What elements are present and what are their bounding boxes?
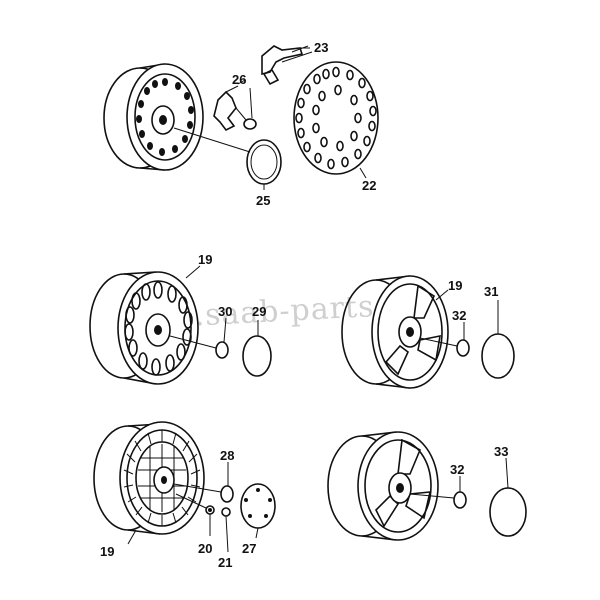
callout-19-a: 19 <box>198 252 212 267</box>
alloy-wheel-spokes-assembly <box>89 265 272 385</box>
alloy-wheel-centre-cap <box>242 335 272 377</box>
alloy-wheel-mesh-assembly <box>93 421 276 553</box>
three-spoke-2-seal-ring <box>453 491 467 509</box>
three-spoke-2-centre-cap <box>489 487 527 537</box>
leader-lines-group4 <box>127 462 259 553</box>
steel-wheel <box>103 63 204 171</box>
callout-25: 25 <box>256 193 270 208</box>
three-spoke-seal-ring <box>456 339 470 357</box>
mesh-wheel-nut <box>205 505 215 515</box>
centre-cap-ring <box>246 139 282 185</box>
callout-30: 30 <box>218 304 232 319</box>
steel-wheel-assembly <box>103 45 379 190</box>
callout-23: 23 <box>314 40 328 55</box>
alloy-wheel-bolt-ring <box>215 341 229 359</box>
alloy-wheel-mesh <box>93 421 205 535</box>
leader-lines-group1 <box>173 47 367 190</box>
callout-26: 26 <box>232 72 246 87</box>
callout-32-a: 32 <box>452 308 466 323</box>
callout-27: 27 <box>242 541 256 556</box>
balance-weight <box>261 45 309 86</box>
callout-20: 20 <box>198 541 212 556</box>
mesh-wheel-washer <box>221 507 231 517</box>
mesh-wheel-centre-cap <box>240 483 276 529</box>
callout-19-c: 19 <box>100 544 114 559</box>
leader-lines-group2 <box>169 265 259 349</box>
alloy-wheel-spoked <box>89 271 199 385</box>
callout-29: 29 <box>252 304 266 319</box>
alloy-wheel-three-spoke-assembly <box>341 275 515 389</box>
leader-lines-group3 <box>419 289 499 347</box>
hubcap-perforated <box>293 61 379 175</box>
alloy-wheel-three-spoke-2-assembly <box>327 431 527 541</box>
callout-33: 33 <box>494 444 508 459</box>
wheel-bolt-clip <box>213 85 257 132</box>
callout-28: 28 <box>220 448 234 463</box>
alloy-wheel-three-spoke-2 <box>327 431 439 541</box>
callout-31: 31 <box>484 284 498 299</box>
callout-22: 22 <box>362 178 376 193</box>
mesh-wheel-ring <box>220 485 234 503</box>
leader-lines-group5 <box>409 457 509 499</box>
callout-19-b: 19 <box>448 278 462 293</box>
alloy-wheel-three-spoke <box>341 275 449 389</box>
callout-32-b: 32 <box>450 462 464 477</box>
three-spoke-centre-cap <box>481 333 515 379</box>
callout-21: 21 <box>218 555 232 570</box>
